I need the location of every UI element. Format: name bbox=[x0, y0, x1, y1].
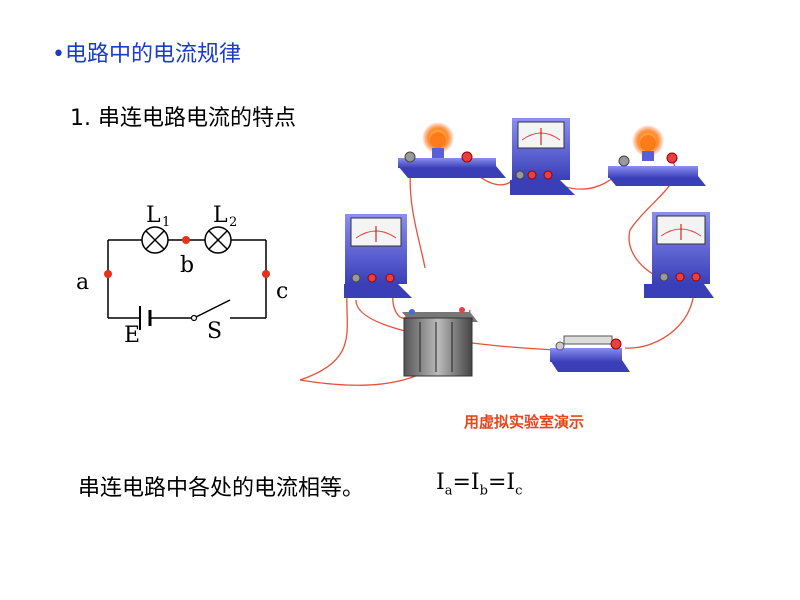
formula-subscript-b: b bbox=[479, 483, 488, 499]
point-a-dot bbox=[104, 270, 112, 278]
switch-label: S bbox=[207, 319, 222, 344]
lamp-l2-label: L bbox=[213, 203, 228, 228]
point-c-dot bbox=[262, 270, 270, 278]
lamp-l2 bbox=[204, 226, 232, 254]
conclusion-text: 串连电路中各处的电流相等。 bbox=[78, 476, 365, 501]
point-a-label: a bbox=[76, 270, 89, 295]
lab-battery bbox=[402, 307, 478, 377]
point-c-label: c bbox=[276, 279, 288, 304]
lab-switch bbox=[550, 335, 630, 372]
lamp-l1-subscript: 1 bbox=[162, 215, 170, 230]
slide-title: •电路中的电流规律 bbox=[52, 42, 241, 67]
formula-symbol-c: I bbox=[506, 470, 516, 495]
lamp-l2-subscript: 2 bbox=[229, 215, 237, 230]
lab-lamp-2 bbox=[608, 125, 706, 186]
current-equation: Ia=Ib=Ic bbox=[436, 470, 522, 498]
lab-lamp-1 bbox=[398, 122, 506, 178]
demo-caption: 用虚拟实验室演示 bbox=[464, 413, 585, 431]
formula-equals-1: = bbox=[452, 470, 471, 495]
point-b-dot bbox=[182, 236, 190, 244]
battery-label: E bbox=[124, 323, 140, 348]
switch-contact bbox=[190, 314, 198, 322]
formula-symbol-b: I bbox=[470, 470, 480, 495]
lab-ammeter-top bbox=[510, 118, 575, 195]
lamp-l1-label: L bbox=[146, 203, 161, 228]
formula-subscript-a: a bbox=[444, 483, 453, 499]
point-b-label: b bbox=[180, 253, 194, 278]
formula-symbol-a: I bbox=[436, 470, 445, 495]
lamp-l1 bbox=[141, 226, 169, 254]
lab-ammeter-left bbox=[344, 214, 412, 298]
formula-equals-2: = bbox=[487, 470, 507, 495]
lab-ammeter-right bbox=[644, 212, 714, 298]
section-heading: 1. 串连电路电流的特点 bbox=[70, 106, 296, 131]
formula-subscript-c: c bbox=[515, 483, 523, 499]
